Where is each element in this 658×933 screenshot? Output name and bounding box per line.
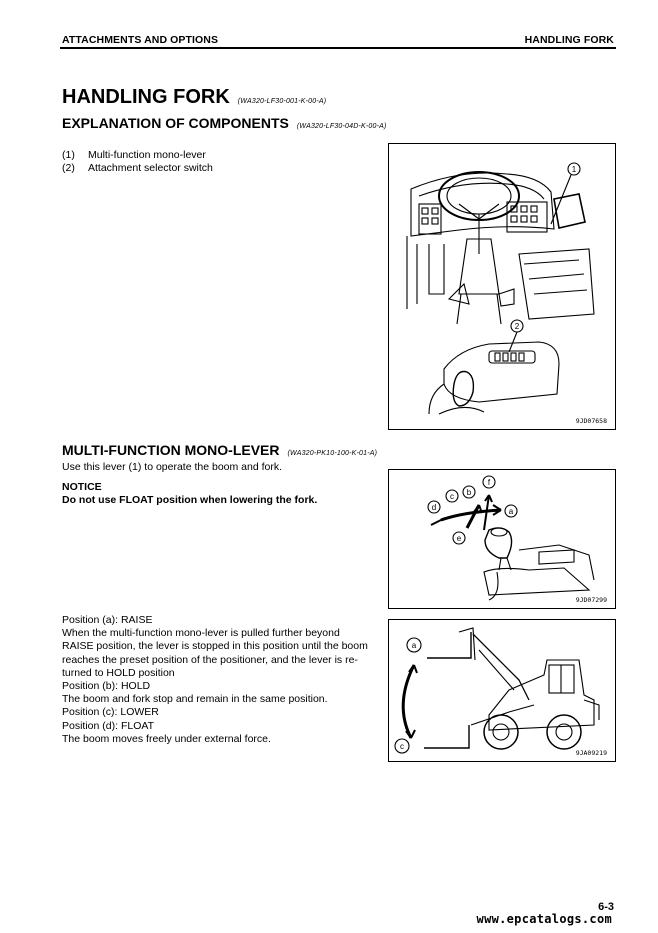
component-list: (1) Multi-function mono-lever (2) Attachme…: [62, 149, 213, 175]
position-line: The boom moves freely under external for…: [62, 732, 271, 745]
list-item: (1) Multi-function mono-lever: [62, 149, 213, 162]
notice-title: NOTICE: [62, 481, 102, 493]
callout-f: f: [488, 478, 491, 487]
header-left: ATTACHMENTS AND OPTIONS: [62, 34, 219, 46]
page-title-code: (WA320-LF30-001-K-00-A): [237, 98, 327, 105]
figure-lever-positions: f c b d a e 9JD07299: [388, 469, 616, 609]
position-line: reaches the preset position of the posit…: [62, 653, 358, 666]
position-line: When the multi-function mono-lever is pu…: [62, 627, 340, 640]
notice-text: Do not use FLOAT position when lowering …: [62, 494, 318, 506]
callout-b: b: [467, 488, 472, 497]
monolever-intro: Use this lever (1) to operate the boom a…: [62, 461, 283, 473]
list-item: (2) Attachment selector switch: [62, 162, 213, 175]
figure-id: 9JD07658: [575, 417, 607, 425]
position-line: Position (d): FLOAT: [62, 719, 154, 732]
page-title-text: HANDLING FORK: [62, 86, 230, 108]
section-monolever-title: MULTI-FUNCTION MONO-LEVER (WA320-PK10-100…: [62, 442, 377, 458]
section-components-title: EXPLANATION OF COMPONENTS (WA320-LF30-04D…: [62, 115, 387, 131]
figure-cab-interior: 1 2 9JD07658: [388, 143, 616, 430]
header-rule: [60, 47, 616, 49]
list-item-num: (2): [62, 162, 75, 175]
callout-2: 2: [515, 322, 520, 331]
callout-a: a: [509, 507, 514, 516]
header-right: HANDLING FORK: [524, 34, 614, 46]
callout-1: 1: [572, 165, 577, 174]
figure-loader-fork: a c 9JA09219: [388, 619, 616, 762]
position-line: RAISE position, the lever is stopped in …: [62, 640, 368, 653]
figure-id: 9JA09219: [575, 749, 607, 757]
watermark[interactable]: www.epcatalogs.com: [476, 912, 612, 926]
lever-positions-drawing: f c b d a e: [427, 475, 595, 601]
list-item-num: (1): [62, 149, 75, 161]
section-components-title-text: EXPLANATION OF COMPONENTS: [62, 115, 289, 131]
list-item-label: Multi-function mono-lever: [88, 149, 206, 161]
figure-id: 9JD07299: [575, 596, 607, 604]
callout-e: e: [457, 534, 462, 543]
page-number: 6-3: [598, 901, 614, 913]
section-monolever-code: (WA320-PK10-100-K-01-A): [287, 450, 378, 457]
callout-d: d: [432, 503, 436, 512]
cab-interior-drawing: 1 2: [406, 162, 595, 415]
loader-fork-drawing: a c: [394, 627, 600, 754]
position-line: turned to HOLD position: [62, 666, 175, 679]
section-components-code: (WA320-LF30-04D-K-00-A): [296, 123, 387, 130]
callout-a: a: [412, 641, 417, 650]
position-description: Position (a): RAISE When the multi-funct…: [62, 614, 382, 746]
position-line: Position (c): LOWER: [62, 706, 159, 719]
list-item-label: Attachment selector switch: [88, 162, 213, 175]
position-line: Position (a): RAISE: [62, 614, 153, 626]
callout-c: c: [400, 742, 404, 751]
callout-c: c: [450, 492, 454, 501]
position-line: The boom and fork stop and remain in the…: [62, 693, 328, 706]
page-title: HANDLING FORK (WA320-LF30-001-K-00-A): [62, 86, 326, 109]
section-monolever-title-text: MULTI-FUNCTION MONO-LEVER: [62, 442, 280, 458]
position-line: Position (b): HOLD: [62, 680, 151, 693]
